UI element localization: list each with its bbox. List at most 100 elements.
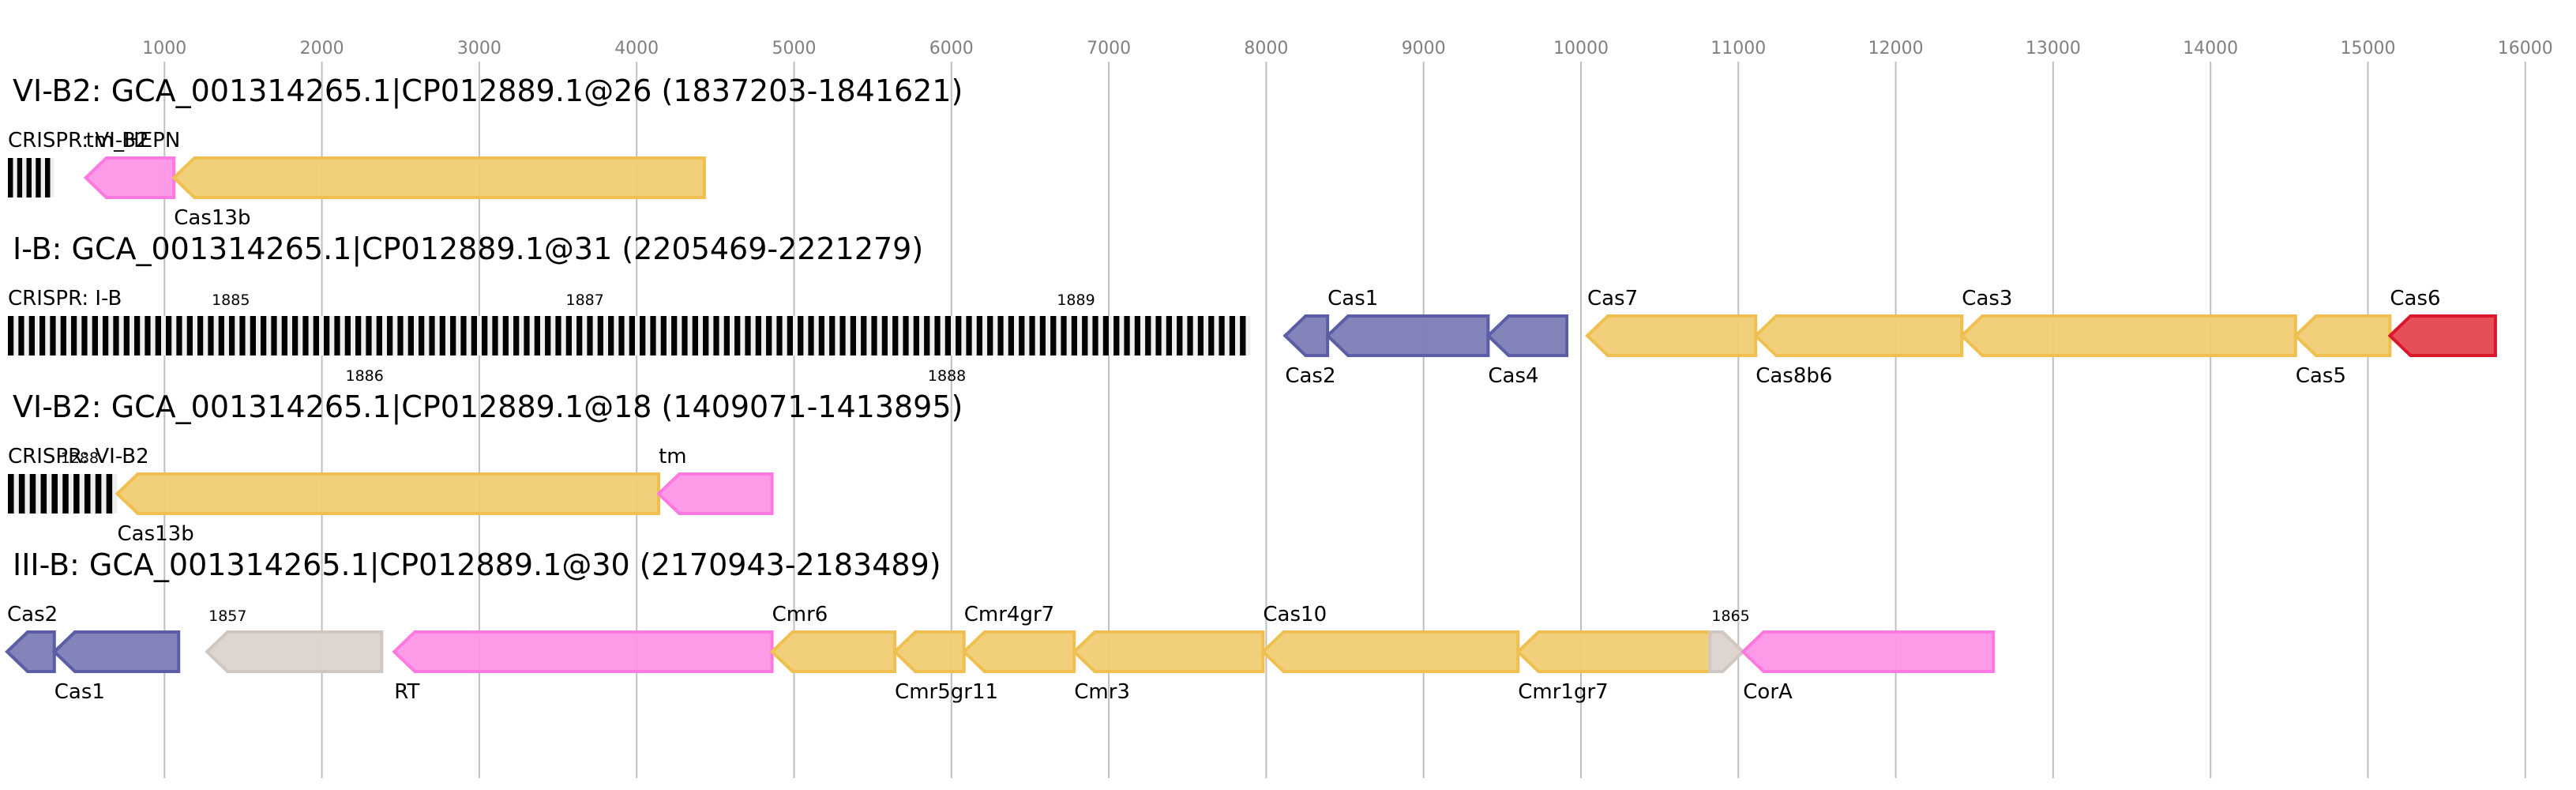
crispr-repeat (502, 316, 509, 356)
crispr-spacer (403, 316, 408, 356)
crispr-spacer (971, 316, 977, 356)
crispr-repeat (839, 316, 846, 356)
gene-label: Cas2 (7, 603, 58, 626)
gene-label: Cmr5gr11 (895, 680, 998, 704)
crispr-spacer (1161, 316, 1166, 356)
crispr-repeat (555, 316, 561, 356)
crispr-spacer (140, 316, 145, 356)
gene-arrow[interactable] (1485, 314, 1569, 357)
operon-row: VI-B2: GCA_001314265.1|CP012889.1@26 (18… (8, 73, 963, 230)
gene-arrow[interactable] (392, 630, 774, 673)
gene-arrow[interactable] (1753, 314, 1964, 357)
gene-1857[interactable]: 1857 (205, 608, 384, 673)
gene-cas4[interactable]: Cas4 (1485, 314, 1569, 388)
gene-arrow[interactable] (171, 156, 706, 199)
crispr-repeat (344, 316, 351, 356)
gene-arrow[interactable] (1515, 630, 1712, 673)
gene-cas13b[interactable]: Cas13b (171, 156, 706, 230)
gene-arrow[interactable] (2292, 314, 2392, 357)
crispr-spacer (708, 316, 714, 356)
gene-arrow[interactable] (2387, 314, 2497, 357)
crispr-repeat (176, 316, 182, 356)
gene-cmr3[interactable]: Cmr3 (1072, 630, 1265, 704)
gene-arrow[interactable] (769, 630, 897, 673)
gene-arrow[interactable] (961, 630, 1076, 673)
gene-tm_hepn[interactable]: tm_HEPN (83, 129, 181, 199)
crispr-repeat (618, 316, 625, 356)
gene-cas1[interactable]: Cas1 (1325, 287, 1490, 357)
gene-arrow[interactable] (1959, 314, 2297, 357)
crispr-spacer (1192, 316, 1198, 356)
crispr-repeat (966, 316, 972, 356)
gene-cmr4gr7[interactable]: Cmr4gr7 (961, 603, 1076, 673)
crispr-repeat (166, 316, 172, 356)
crispr-spacer (824, 316, 830, 356)
crispr-repeat (913, 316, 920, 356)
crispr-repeat (492, 316, 498, 356)
gene-cora[interactable]: CorA (1740, 630, 1996, 704)
gene-cas2[interactable]: Cas2 (5, 603, 58, 673)
crispr-spacer (1224, 316, 1230, 356)
crispr-spacer (951, 316, 956, 356)
spacer-id-label: 1889 (1057, 292, 1095, 309)
crispr-repeat (18, 474, 25, 514)
gene-arrow[interactable] (115, 472, 661, 515)
crispr-spacer (40, 158, 46, 198)
gene-cas13b[interactable]: Cas13b (115, 472, 661, 546)
crispr-spacer (13, 474, 19, 514)
gene-cas6[interactable]: Cas6 (2387, 287, 2497, 357)
crispr-label: CRISPR: VI-B2 (8, 445, 149, 468)
crispr-spacer (519, 316, 524, 356)
gene-cas3[interactable]: Cas3 (1959, 287, 2297, 357)
gene-arrow[interactable] (1325, 314, 1490, 357)
crispr-repeat (92, 316, 99, 356)
gene-rt[interactable]: RT (392, 630, 774, 704)
gene-label: Cas3 (1962, 287, 2012, 310)
gene-cmr6[interactable]: Cmr6 (769, 603, 897, 673)
gene-tm[interactable]: tm (656, 445, 774, 515)
crispr-repeat (482, 316, 488, 356)
crispr-spacer (1014, 316, 1020, 356)
crispr-spacer (1119, 316, 1125, 356)
gene-cas10[interactable]: Cas10 (1260, 603, 1520, 673)
gene-arrow[interactable] (205, 630, 384, 673)
crispr-repeat (987, 316, 993, 356)
gene-cmr5gr11[interactable]: Cmr5gr11 (892, 630, 998, 704)
crispr-repeat (26, 158, 32, 198)
spacer-id-label: 1885 (212, 292, 250, 309)
crispr-spacer (150, 316, 156, 356)
crispr-repeat (734, 316, 741, 356)
gene-arrow[interactable] (1708, 630, 1746, 673)
gene-arrow[interactable] (1740, 630, 1996, 673)
gene-cas8b6[interactable]: Cas8b6 (1753, 314, 1964, 388)
gene-arrow[interactable] (892, 630, 966, 673)
crispr-spacer (1245, 316, 1251, 356)
crispr-repeat (545, 316, 551, 356)
gene-arrow[interactable] (1260, 630, 1520, 673)
crispr-repeat (1102, 316, 1110, 356)
crispr-repeat (1187, 316, 1193, 356)
gene-arrow[interactable] (51, 630, 181, 673)
gene-label: Cas4 (1488, 364, 1538, 388)
crispr-spacer (50, 158, 54, 198)
crispr-repeat (1008, 316, 1015, 356)
crispr-spacer (98, 316, 103, 356)
crispr-repeat (1166, 316, 1173, 356)
tick-label: 6000 (929, 39, 974, 58)
gene-cmr1gr7[interactable]: Cmr1gr7 (1515, 630, 1712, 704)
gene-1865[interactable]: 1865 (1708, 608, 1750, 673)
gene-arrow[interactable] (1072, 630, 1265, 673)
gene-arrow[interactable] (83, 156, 176, 199)
gene-cas5[interactable]: Cas5 (2292, 314, 2392, 388)
gene-cas7[interactable]: Cas7 (1585, 287, 1758, 357)
crispr-repeat (103, 316, 109, 356)
gene-cas1[interactable]: Cas1 (51, 630, 181, 704)
gene-arrow[interactable] (1585, 314, 1758, 357)
gene-arrow[interactable] (656, 472, 774, 515)
gene-arrow[interactable] (1282, 314, 1330, 357)
crispr-repeat (850, 316, 857, 356)
gene-label: Cas7 (1587, 287, 1638, 310)
crispr-repeat (81, 316, 88, 356)
gene-arrow[interactable] (5, 630, 56, 673)
gene-cas2[interactable]: Cas2 (1282, 314, 1336, 388)
